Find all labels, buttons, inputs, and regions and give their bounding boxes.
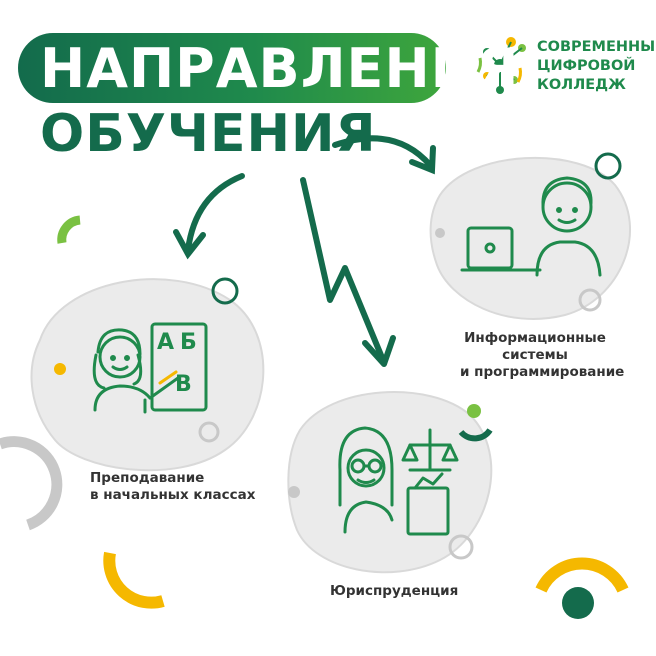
dot-it-left: [435, 228, 445, 238]
direction-teaching-line1: Преподавание: [90, 470, 205, 486]
dot-green-law: [467, 404, 481, 418]
arc-gray-left: [0, 436, 63, 531]
title-banner: [18, 33, 446, 103]
college-logo-text: СОВРЕМЕННЫЙ ЦИФРОВОЙ КОЛЛЕДЖ: [537, 38, 656, 95]
page-title: НАПРАВЛЕНИЯ: [40, 37, 520, 100]
dot-dark-bottom: [562, 587, 594, 619]
direction-teaching-line2: в начальных классах: [90, 487, 256, 503]
person-laptop-icon: [460, 176, 602, 277]
logo-line-1: СОВРЕМЕННЫЙ: [537, 39, 656, 55]
lawyer-scales-icon: [338, 426, 459, 536]
board-letter-v: В: [175, 372, 192, 397]
blob-it: [429, 156, 632, 320]
direction-it-line3: и программирование: [460, 364, 625, 380]
ring-teaching-bottom: [198, 421, 220, 443]
ring-it-bottom: [578, 288, 602, 312]
ring-teaching: [211, 277, 239, 305]
blob-law: [287, 391, 493, 574]
page-subtitle: ОБУЧЕНИЯ: [40, 104, 377, 164]
logo-line-2: ЦИФРОВОЙ: [537, 58, 636, 74]
arrow-to-law: [300, 177, 396, 367]
direction-law-label: Юриспруденция: [330, 583, 459, 599]
direction-it-label: Информационные системы и программировани…: [460, 330, 625, 381]
ring-top-right: [594, 152, 622, 180]
direction-it-line2: системы: [502, 347, 568, 363]
arc-teal-law: [458, 428, 493, 442]
direction-teaching-label: Преподавание в начальных классах: [90, 470, 255, 504]
logo-line-3: КОЛЛЕДЖ: [537, 77, 626, 93]
arc-yellow-left: [103, 551, 165, 609]
arc-green-small: [57, 215, 81, 244]
arrow-to-teaching: [173, 173, 245, 260]
direction-it-line1: Информационные: [464, 330, 606, 346]
teacher-abc-board-icon: [92, 322, 208, 414]
blob-teaching: [30, 278, 265, 472]
dot-yellow-teaching: [54, 363, 66, 375]
network-people-icon: [476, 37, 526, 94]
dot-gray-law: [288, 486, 300, 498]
arc-yellow-right: [535, 557, 629, 593]
board-letter-b: Б: [180, 330, 197, 355]
ring-law-bottom: [448, 534, 474, 560]
board-letter-a: А: [157, 330, 175, 355]
arrow-to-it: [332, 135, 436, 175]
